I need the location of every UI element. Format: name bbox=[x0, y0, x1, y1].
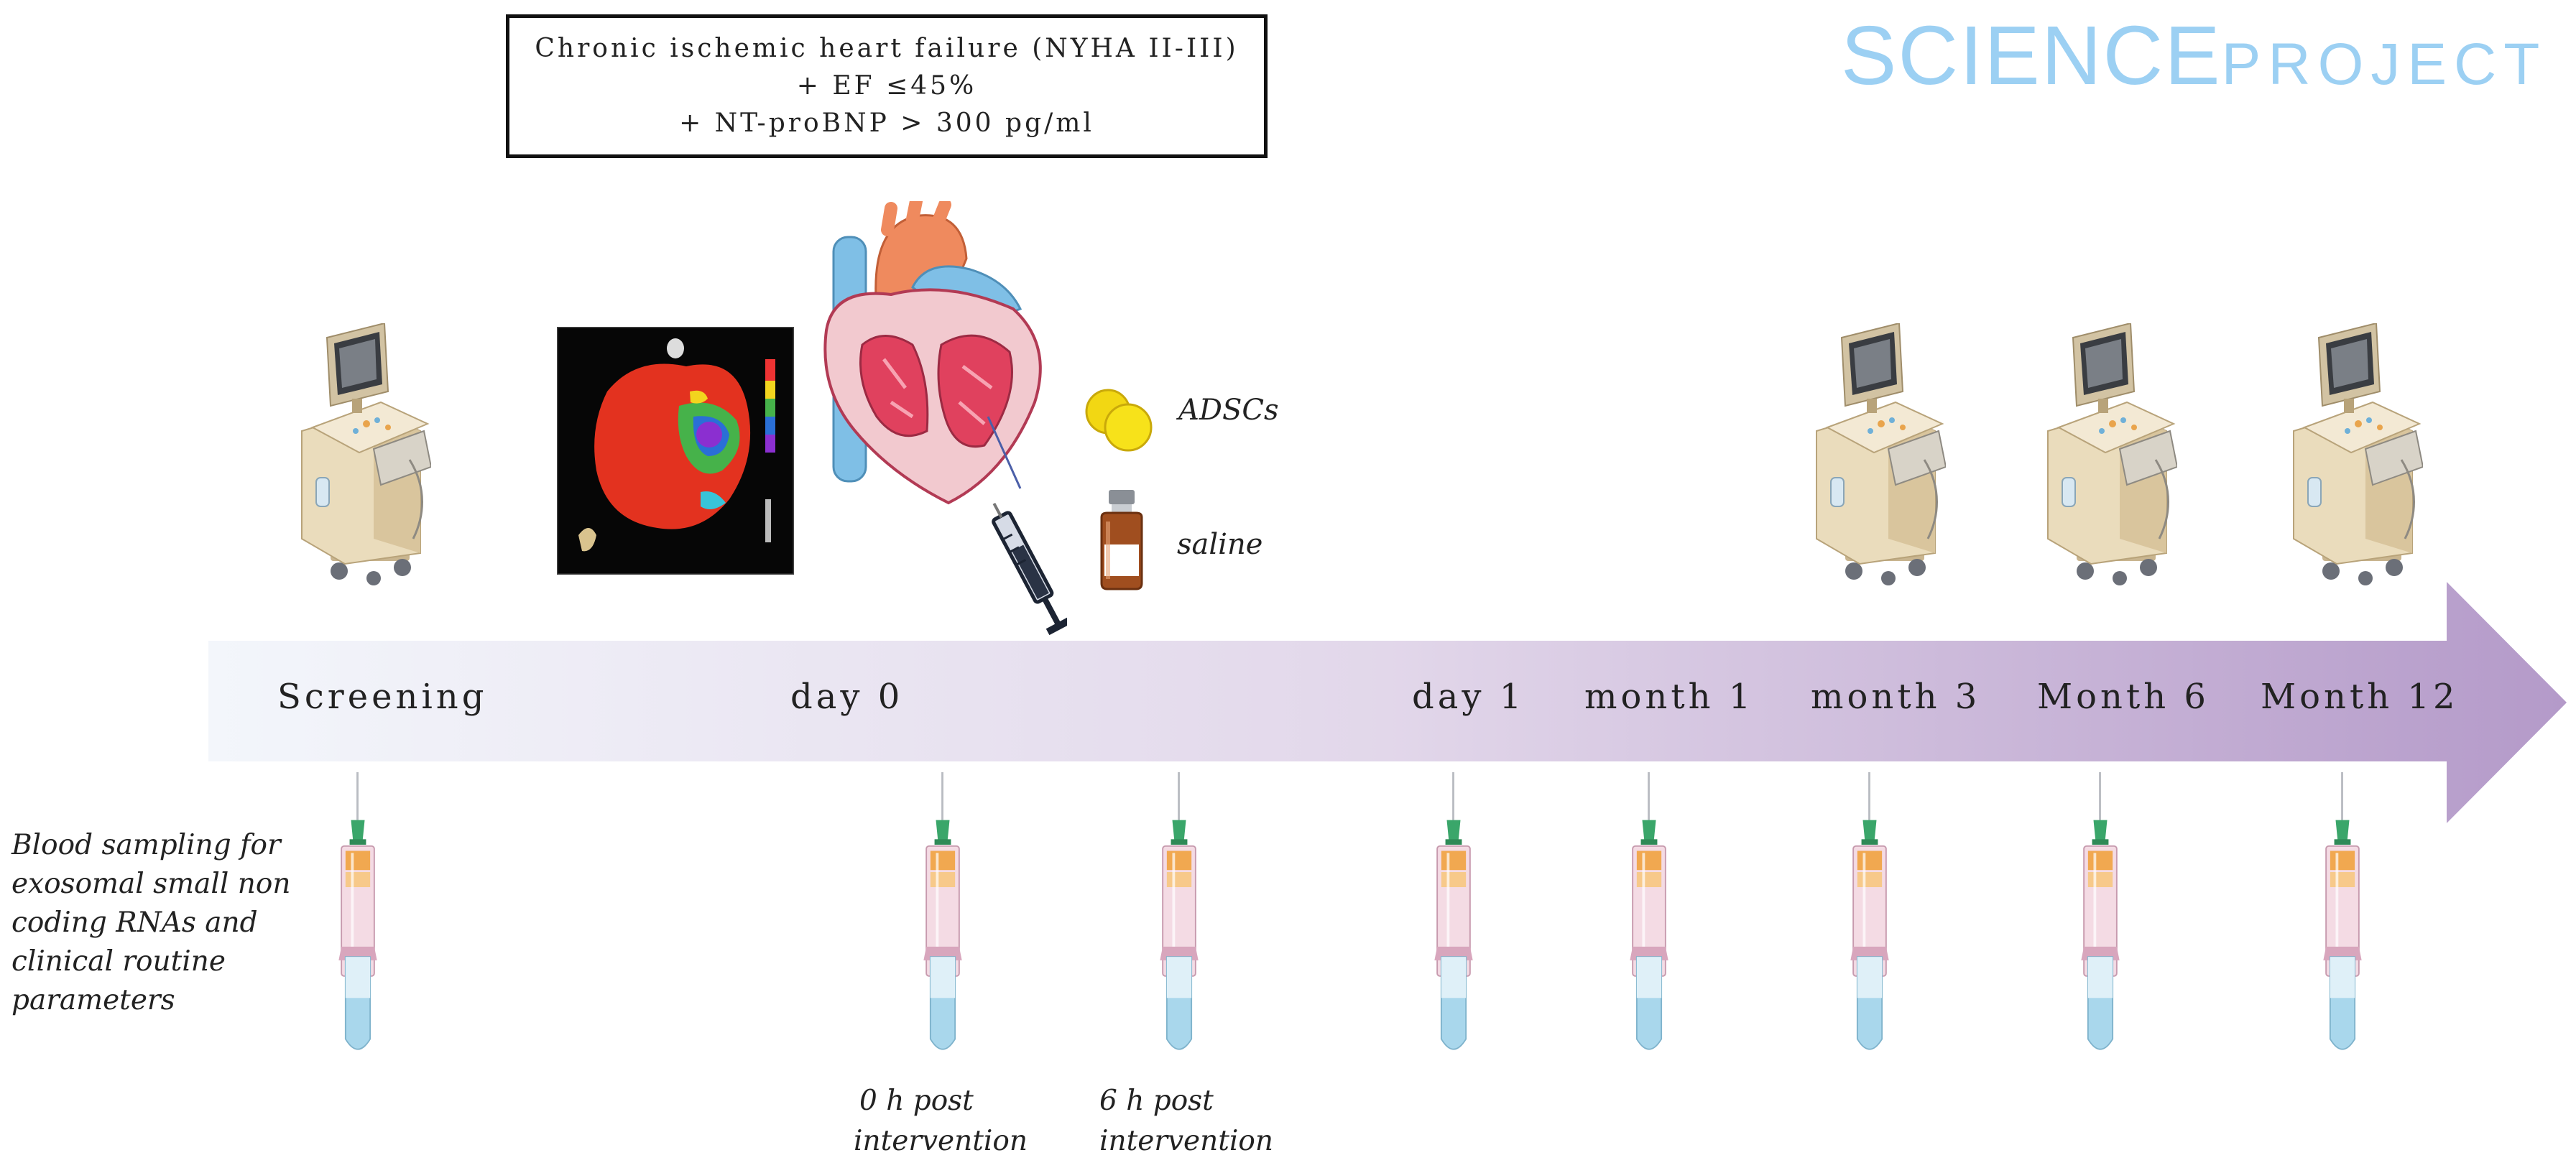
echocardiography-machine-icon-month12 bbox=[2279, 323, 2423, 589]
timeline-label-month3: month 3 bbox=[1811, 677, 1981, 717]
blood-tube-icon-month1 bbox=[1628, 772, 1671, 1060]
blood-tube-icon-6h bbox=[1158, 772, 1201, 1060]
post-6h-label: 6 h post intervention bbox=[1099, 1081, 1273, 1162]
blood-tube-icon-0h bbox=[921, 772, 964, 1060]
blood-tube-icon-day1 bbox=[1432, 772, 1475, 1060]
timeline-label-day1: day 1 bbox=[1412, 677, 1525, 717]
blood-sampling-line-4: clinical routine bbox=[11, 945, 226, 978]
syringe-icon bbox=[992, 503, 1067, 636]
echocardiography-machine-icon-month6 bbox=[2033, 323, 2177, 589]
criteria-line-2: + EF ≤45% bbox=[796, 71, 977, 101]
adscs-cells-icon bbox=[1085, 389, 1153, 452]
post-6h-line-2: intervention bbox=[1099, 1125, 1273, 1157]
timeline-label-month1: month 1 bbox=[1584, 677, 1755, 717]
timeline-label-month6: Month 6 bbox=[2037, 677, 2210, 717]
timeline-label-screening: Screening bbox=[277, 677, 488, 717]
post-0h-label: 0 h post intervention bbox=[854, 1081, 1028, 1162]
timeline-label-month12: Month 12 bbox=[2261, 677, 2459, 717]
blood-tube-icon-screening bbox=[336, 772, 379, 1060]
post-6h-line-1: 6 h post bbox=[1099, 1085, 1214, 1117]
timeline-label-day0: day 0 bbox=[790, 677, 904, 717]
criteria-line-3: + NT-proBNP > 300 pg/ml bbox=[679, 108, 1094, 138]
blood-sampling-text: Blood sampling for exosomal small non co… bbox=[11, 826, 290, 1020]
blood-tube-icon-month6 bbox=[2079, 772, 2122, 1060]
blood-sampling-line-1: Blood sampling for bbox=[11, 829, 281, 861]
blood-sampling-line-2: exosomal small non bbox=[11, 868, 291, 900]
adscs-label: ADSCs bbox=[1178, 394, 1279, 427]
echocardiography-machine-icon-screening bbox=[287, 323, 431, 589]
science-project-logo: SCIENCEPROJECT bbox=[1841, 9, 2547, 102]
blood-sampling-line-5: parameters bbox=[11, 984, 175, 1016]
saline-vial-icon bbox=[1100, 490, 1143, 590]
inclusion-criteria-box: Chronic ischemic heart failure (NYHA II-… bbox=[506, 14, 1268, 158]
echocardiography-machine-icon-month3 bbox=[1802, 323, 1946, 589]
criteria-line-1: Chronic ischemic heart failure (NYHA II-… bbox=[535, 34, 1239, 63]
blood-tube-icon-month12 bbox=[2321, 772, 2364, 1060]
heart-cross-section-icon bbox=[823, 201, 1042, 505]
electroanatomical-map-icon bbox=[557, 327, 794, 575]
post-0h-line-2: intervention bbox=[854, 1125, 1028, 1157]
blood-tube-icon-month3 bbox=[1848, 772, 1891, 1060]
blood-sampling-line-3: coding RNAs and bbox=[11, 907, 258, 939]
saline-label: saline bbox=[1177, 528, 1263, 561]
post-0h-line-1: 0 h post bbox=[859, 1085, 974, 1117]
